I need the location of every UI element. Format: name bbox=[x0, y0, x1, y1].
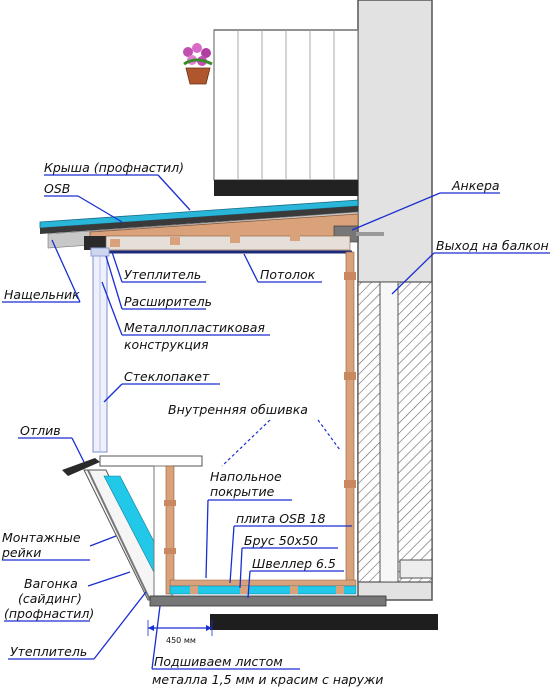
label-clapboard-1: Вагонка bbox=[24, 576, 78, 591]
label-floor-cover-2: покрытие bbox=[210, 484, 275, 499]
inner-stud-right bbox=[344, 251, 356, 583]
label-expander: Расширитель bbox=[124, 294, 212, 309]
dimension-450 bbox=[147, 620, 213, 636]
label-underlay-2: металла 1,5 мм и красим с наружи bbox=[152, 672, 383, 687]
upper-balcony-slab bbox=[214, 180, 358, 196]
label-mount-rails-2: рейки bbox=[1, 545, 41, 560]
label-dimension: 450 мм bbox=[166, 636, 196, 645]
floor-assembly bbox=[149, 579, 438, 630]
label-metal-plastic-2: конструкция bbox=[124, 337, 209, 352]
label-inner-lining: Внутренняя обшивка bbox=[168, 402, 308, 417]
balcony-door-opening bbox=[379, 281, 399, 583]
label-ceiling: Потолок bbox=[260, 267, 316, 282]
label-mount-rails-1: Монтажные bbox=[2, 530, 81, 545]
label-fascia: Нащельник bbox=[4, 287, 80, 302]
lower-parapet bbox=[83, 465, 177, 601]
label-osb: OSB bbox=[44, 181, 70, 196]
label-osb-slab: плита OSB 18 bbox=[236, 511, 325, 526]
roof-assembly bbox=[39, 199, 384, 254]
label-drip: Отлив bbox=[20, 423, 61, 438]
label-underlay-1: Подшиваем листом bbox=[154, 654, 283, 669]
label-channel: Швеллер 6.5 bbox=[252, 556, 336, 571]
label-clapboard-3: (профнастил) bbox=[4, 606, 94, 621]
label-clapboard-2: (сайдинг) bbox=[18, 591, 82, 606]
label-floor-cover-1: Напольное bbox=[210, 469, 282, 484]
label-insulation-bottom: Утеплитель bbox=[10, 644, 87, 659]
sill-and-drip bbox=[62, 455, 203, 476]
label-anchors: Анкера bbox=[451, 178, 500, 193]
flower-pot-icon bbox=[183, 43, 213, 85]
label-balcony-exit: Выход на балкон bbox=[436, 238, 549, 253]
label-glass-unit: Стеклопакет bbox=[124, 369, 210, 384]
label-metal-plastic-1: Металлопластиковая bbox=[124, 320, 265, 335]
door-threshold bbox=[399, 559, 433, 579]
window-frame bbox=[90, 247, 110, 453]
label-insulation-top: Утеплитель bbox=[124, 267, 201, 282]
label-roof: Крыша (профнастил) bbox=[44, 160, 184, 175]
label-beam: Брус 50х50 bbox=[244, 533, 318, 548]
